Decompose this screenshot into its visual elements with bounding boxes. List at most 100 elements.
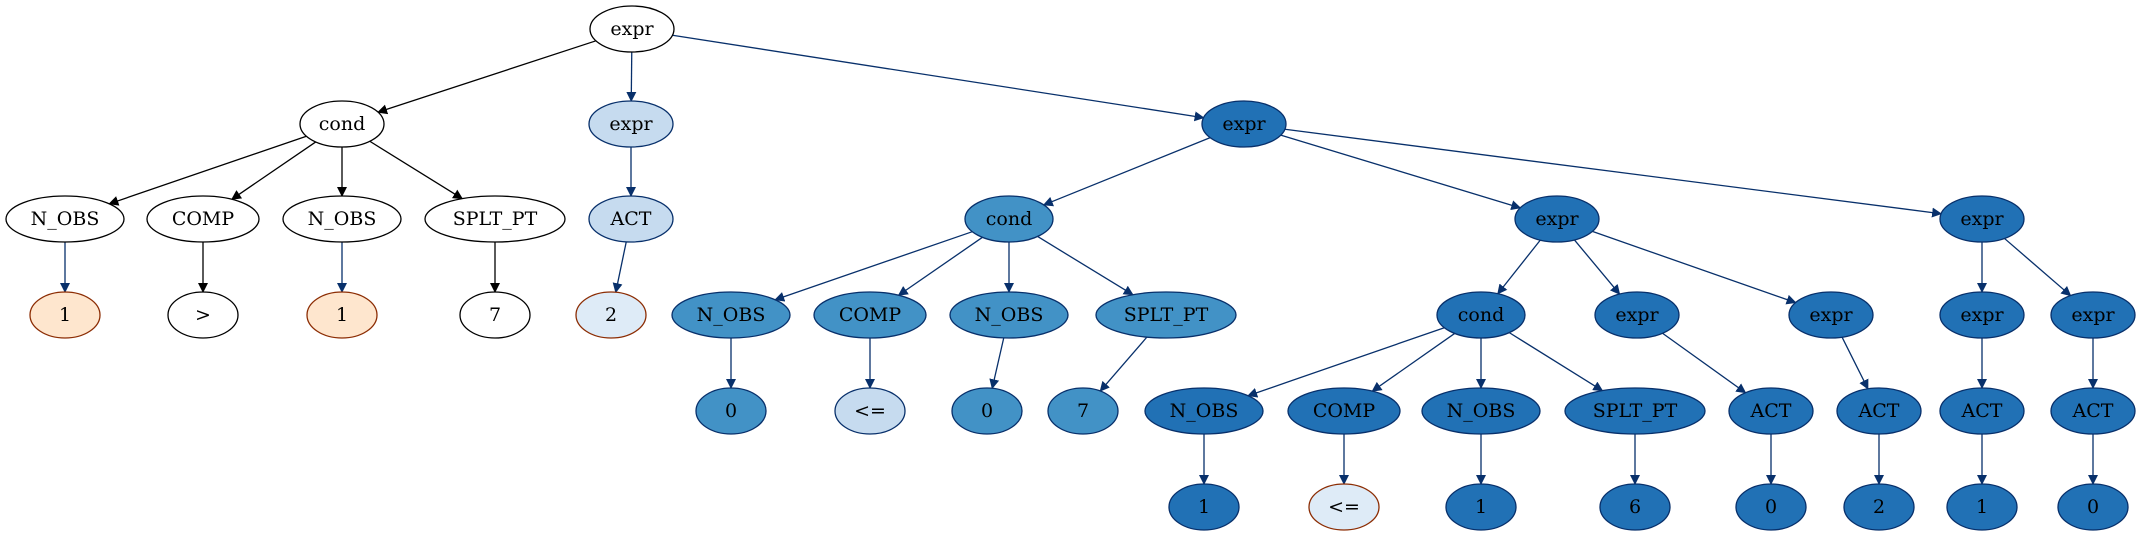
tree-node-label: 2	[605, 304, 617, 326]
tree-node-ellipse	[282, 195, 402, 243]
tree-node: 6	[1599, 483, 1671, 531]
tree-node: 0	[1735, 483, 1807, 531]
tree-node-ellipse	[813, 291, 927, 339]
tree-node: N_OBS	[5, 195, 125, 243]
tree-node: ACT	[1939, 387, 2025, 435]
tree-node: expr	[588, 100, 674, 148]
tree-node-ellipse	[1843, 483, 1915, 531]
tree-node-label: cond	[986, 208, 1032, 230]
tree-node: N_OBS	[671, 291, 791, 339]
tree-node: SPLT_PT	[1095, 291, 1237, 339]
tree-edge	[1841, 336, 1869, 390]
tree-node-ellipse	[1047, 387, 1119, 435]
tree-node-ellipse	[1421, 387, 1541, 435]
tree-node: expr	[1939, 291, 2025, 339]
tree-node-ellipse	[146, 195, 260, 243]
tree-node-label: N_OBS	[31, 208, 100, 230]
tree-edge	[377, 40, 597, 115]
tree-node: ACT	[2050, 387, 2136, 435]
tree-node-ellipse	[1946, 483, 2018, 531]
tree-edge	[989, 337, 1005, 390]
tree-edge	[1371, 332, 1456, 392]
tree-node-label: N_OBS	[975, 304, 1044, 326]
tree-node-label: ACT	[1961, 400, 2003, 422]
tree-node: 1	[306, 291, 378, 339]
tree-node-label: 0	[1765, 496, 1777, 518]
tree-node-ellipse	[1788, 291, 1874, 339]
tree-node-ellipse	[1939, 387, 2025, 435]
tree-node: COMP	[813, 291, 927, 339]
tree-node-label: SPLT_PT	[453, 208, 538, 230]
edges	[60, 34, 2098, 485]
tree-node: COMP	[146, 195, 260, 243]
tree-node: 1	[29, 291, 101, 339]
tree-node-label: cond	[319, 113, 365, 135]
tree-node-ellipse	[424, 195, 566, 243]
tree-node-label: 7	[1077, 400, 1089, 422]
tree-node-ellipse	[1735, 483, 1807, 531]
tree-node-ellipse	[1144, 387, 1264, 435]
tree-node-ellipse	[588, 195, 674, 243]
tree-node-ellipse	[459, 291, 531, 339]
tree-edge	[1284, 128, 1943, 218]
tree-node-label: ACT	[610, 208, 652, 230]
tree-node-ellipse	[1436, 291, 1526, 339]
tree-node-ellipse	[2050, 387, 2136, 435]
tree-node: ACT	[588, 195, 674, 243]
tree-node: 0	[695, 387, 767, 435]
tree-node-ellipse	[1599, 483, 1671, 531]
tree-node-ellipse	[1564, 387, 1706, 435]
tree-node: cond	[964, 195, 1054, 243]
tree-edge	[626, 51, 637, 103]
tree-node: expr	[1788, 291, 1874, 339]
tree-node: 0	[951, 387, 1023, 435]
tree-node-label: 1	[59, 304, 71, 326]
tree-node: >	[167, 291, 239, 339]
tree-node-label: 0	[981, 400, 993, 422]
tree-edge	[612, 241, 627, 294]
tree-node-label: <=	[1328, 496, 1360, 518]
tree-node-label: N_OBS	[697, 304, 766, 326]
tree-edge	[1573, 239, 1621, 295]
tree-node-ellipse	[167, 291, 239, 339]
tree-node: 1	[1946, 483, 2018, 531]
tree-node-label: COMP	[172, 208, 235, 230]
tree-node: ACT	[1728, 387, 1814, 435]
tree-node-ellipse	[1287, 387, 1401, 435]
tree-node-label: expr	[1535, 208, 1579, 230]
tree-node-label: expr	[1809, 304, 1853, 326]
tree-node-ellipse	[834, 387, 906, 435]
tree-node-ellipse	[2050, 291, 2136, 339]
tree-node: 1	[1445, 483, 1517, 531]
tree-node-label: 1	[1198, 496, 1210, 518]
tree-node-ellipse	[964, 195, 1054, 243]
tree-node-label: COMP	[1313, 400, 1376, 422]
tree-node-ellipse	[1095, 291, 1237, 339]
tree-node: SPLT_PT	[424, 195, 566, 243]
tree-edge	[897, 236, 983, 296]
tree-node-label: 7	[489, 304, 501, 326]
tree-node-label: expr	[1960, 304, 2004, 326]
tree-node-label: SPLT_PT	[1593, 400, 1678, 422]
tree-edge	[1497, 239, 1541, 295]
tree-node: COMP	[1287, 387, 1401, 435]
tree-edge	[1662, 332, 1747, 394]
tree-edge	[2004, 237, 2072, 297]
tree-node-ellipse	[588, 100, 674, 148]
tree-edge	[1247, 327, 1445, 398]
tree-node-label: <=	[854, 400, 886, 422]
tree-node-ellipse	[589, 5, 675, 53]
tree-node-label: cond	[1458, 304, 1504, 326]
tree-node: expr	[1594, 291, 1680, 339]
tree-node-ellipse	[1939, 195, 2025, 243]
tree-node-ellipse	[1168, 483, 1240, 531]
tree-node-ellipse	[671, 291, 791, 339]
tree-node-ellipse	[949, 291, 1069, 339]
tree-node: 0	[2057, 483, 2129, 531]
tree-edge	[774, 231, 973, 302]
tree-node-label: N_OBS	[1170, 400, 1239, 422]
tree-node-label: COMP	[839, 304, 902, 326]
tree-node-label: SPLT_PT	[1124, 304, 1209, 326]
